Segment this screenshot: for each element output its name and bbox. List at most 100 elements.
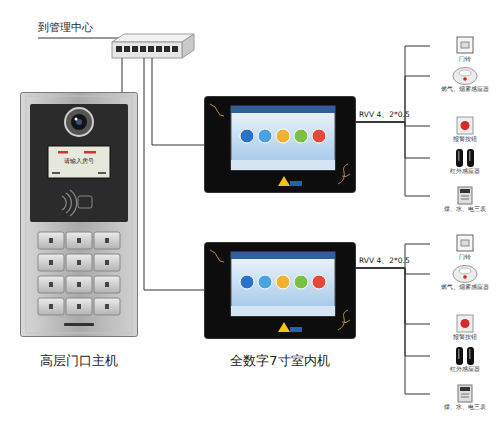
indoor-unit [204, 96, 356, 193]
meter-box [458, 187, 472, 204]
node-label: 红外感应器 [424, 366, 500, 373]
sensor-device: 报警按钮 [430, 314, 500, 342]
destination-label: 到管理中心 [38, 22, 93, 34]
node-label: 门铃 [424, 56, 500, 63]
bus-wire [356, 76, 430, 122]
cable-spec: RVV 4、2*0.5 [359, 111, 410, 119]
unit-frame [205, 243, 356, 339]
logo-mark [278, 322, 290, 332]
ir-sensor [467, 149, 474, 167]
screen-icon [258, 129, 272, 143]
bus-wire [356, 268, 430, 394]
network-wire [144, 58, 204, 290]
screen-icon [294, 129, 308, 143]
keypad-key [66, 232, 92, 249]
gas-art [430, 264, 500, 284]
ornament [210, 104, 224, 116]
key-glyph [49, 304, 53, 309]
key-glyph [49, 282, 53, 287]
bus-wire [356, 268, 430, 274]
bus-wire [356, 122, 430, 158]
speaker-slot [64, 323, 94, 326]
screen-icon [258, 275, 272, 289]
node-label: 红外感应器 [424, 168, 500, 175]
switch-ports [116, 46, 178, 52]
unit-screen [231, 252, 335, 316]
key-glyph [77, 304, 81, 309]
doorbell-plate [457, 235, 473, 251]
meter-lines [461, 196, 469, 199]
logo-mark [278, 176, 290, 186]
door-panel [21, 93, 138, 337]
panel-bevel [26, 96, 132, 333]
doorbell-button [461, 42, 469, 48]
node-label: 煤、水、电三表 [424, 404, 500, 411]
unit-art [204, 242, 356, 339]
network-wire [122, 58, 123, 92]
node-label: 全数字7寸室内机 [174, 354, 386, 368]
bell-art [430, 36, 500, 56]
unit-frame [205, 97, 356, 193]
key-glyph [49, 238, 53, 243]
screen-topbar [231, 106, 335, 113]
ir-sensor [456, 347, 463, 365]
screen-icon [276, 275, 290, 289]
meter-art [430, 186, 500, 206]
ir-glint [469, 151, 471, 161]
screen-icon [276, 129, 290, 143]
door-station: 请输入房号高层门口主机 [20, 92, 138, 337]
keypad-key [38, 276, 64, 293]
sensor-device: 煤、水、电三表 [430, 186, 500, 214]
unit-art [204, 96, 356, 193]
bus-wire [356, 122, 430, 126]
meter-display [460, 189, 470, 193]
detector-top [459, 268, 471, 274]
sensor-device: 门铃 [430, 36, 500, 64]
bus-wire [356, 268, 430, 324]
screen-icon [240, 275, 254, 289]
node-label: 报警按钮 [424, 334, 500, 341]
lcd-mark [58, 151, 68, 154]
bus-wire [356, 46, 430, 122]
switch-port [116, 46, 122, 52]
logo-bar [290, 181, 302, 186]
keypad-key [38, 298, 64, 315]
alarm-plate [457, 315, 473, 332]
key-glyph [105, 304, 109, 309]
meter-box [458, 385, 472, 402]
node-label: 燃气、烟雾感应器 [424, 284, 500, 291]
bus-wire [356, 122, 430, 196]
cable-spec: RVV 4、2*0.5 [359, 257, 410, 265]
doorbell-plate [457, 37, 473, 53]
sensor-device: 燃气、烟雾感应器 [430, 264, 500, 292]
screen-bottombar [231, 306, 335, 316]
card-symbol [78, 196, 92, 208]
switch-port [156, 46, 162, 52]
dark-face [30, 104, 128, 222]
meter-art [430, 384, 500, 404]
lcd-mark [52, 172, 60, 174]
node-label: 报警按钮 [424, 136, 500, 143]
keypad-key [66, 254, 92, 271]
key-glyph [49, 260, 53, 265]
meter-lines [461, 394, 469, 397]
logo-bar [290, 327, 302, 332]
switch-port [164, 46, 170, 52]
switch-top [112, 34, 194, 42]
door-art [20, 92, 138, 337]
keypad-key [66, 298, 92, 315]
keypad-key [66, 276, 92, 293]
camera-ring [65, 108, 93, 136]
ir-sensor [456, 149, 463, 167]
alarm-plate [457, 117, 473, 134]
card-reader-symbol [62, 190, 77, 216]
switch-port [172, 46, 178, 52]
bus-wire [356, 244, 430, 268]
node-label: 煤、水、电三表 [424, 206, 500, 213]
lcd-mark [84, 151, 96, 154]
screen-icon [294, 275, 308, 289]
screen-bottombar [231, 160, 335, 170]
key-glyph [105, 260, 109, 265]
ir-glint [458, 349, 460, 359]
